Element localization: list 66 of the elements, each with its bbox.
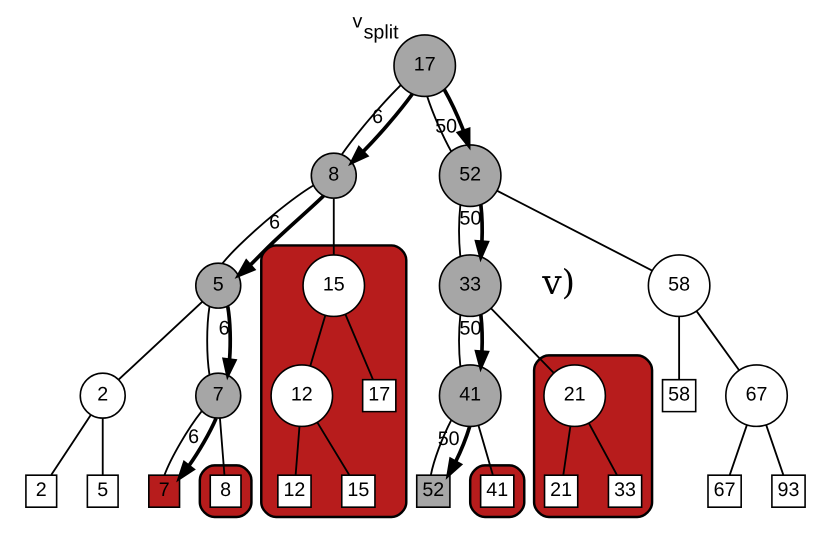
connector xyxy=(222,184,314,264)
cluster xyxy=(198,464,253,518)
connector xyxy=(206,306,210,375)
connector xyxy=(294,426,300,476)
cluster xyxy=(532,354,654,518)
connector xyxy=(490,308,555,374)
node-circle: 33 xyxy=(438,254,502,318)
node-circle: 67 xyxy=(725,364,788,428)
node-circle: 7 xyxy=(195,372,242,419)
label: v) xyxy=(542,263,576,304)
node-box: 58 xyxy=(662,378,696,412)
arrow xyxy=(222,306,238,380)
connector xyxy=(765,424,784,476)
node-circle: 2 xyxy=(79,372,126,419)
arrow xyxy=(176,418,218,482)
connector xyxy=(728,424,748,476)
arrow xyxy=(474,314,490,372)
connector xyxy=(118,301,203,380)
node-circle: 8 xyxy=(310,152,358,199)
connector xyxy=(164,410,202,476)
connector xyxy=(344,314,374,380)
edge-label: 6 xyxy=(188,426,200,448)
node-box: 15 xyxy=(340,474,376,508)
connector xyxy=(332,198,335,255)
connector xyxy=(696,310,740,372)
node-box: 5 xyxy=(86,474,119,508)
node-circle: 12 xyxy=(270,364,334,428)
connector xyxy=(588,422,618,476)
node-circle: 5 xyxy=(195,262,242,309)
connector xyxy=(219,418,226,476)
connector xyxy=(102,418,104,476)
cluster xyxy=(468,464,526,518)
node-box: 8 xyxy=(209,474,242,508)
node-box: 12 xyxy=(277,474,312,508)
node-box: 21 xyxy=(544,474,579,508)
connector xyxy=(316,422,350,476)
connector xyxy=(496,190,653,272)
arrow xyxy=(234,194,325,279)
connector xyxy=(562,426,572,475)
cluster xyxy=(260,244,408,518)
connector xyxy=(478,425,494,476)
edge-label: 6 xyxy=(269,212,280,234)
node-box: 33 xyxy=(608,474,642,508)
node-box: 67 xyxy=(707,474,742,508)
node-box: 52 xyxy=(416,474,451,508)
edge-label: 50 xyxy=(460,317,482,340)
connector xyxy=(458,314,462,367)
node-box: 2 xyxy=(25,474,58,508)
node-box: 41 xyxy=(480,474,515,508)
connector xyxy=(309,314,326,367)
connector xyxy=(458,204,462,257)
node-circle: 41 xyxy=(438,364,502,428)
node-circle: 21 xyxy=(543,364,606,428)
node-box: 93 xyxy=(771,474,806,508)
node-box: 7 xyxy=(148,474,180,508)
connector xyxy=(50,414,92,476)
node-box: 17 xyxy=(362,378,397,412)
node-circle: 15 xyxy=(302,254,366,318)
arrow xyxy=(474,204,490,262)
connector xyxy=(678,316,680,380)
connector xyxy=(341,84,402,155)
edge-label: 50 xyxy=(460,207,482,230)
node-circle: 52 xyxy=(438,144,502,208)
arrow xyxy=(348,92,414,166)
edge-label: 6 xyxy=(218,318,230,340)
node-circle: 58 xyxy=(648,254,711,318)
